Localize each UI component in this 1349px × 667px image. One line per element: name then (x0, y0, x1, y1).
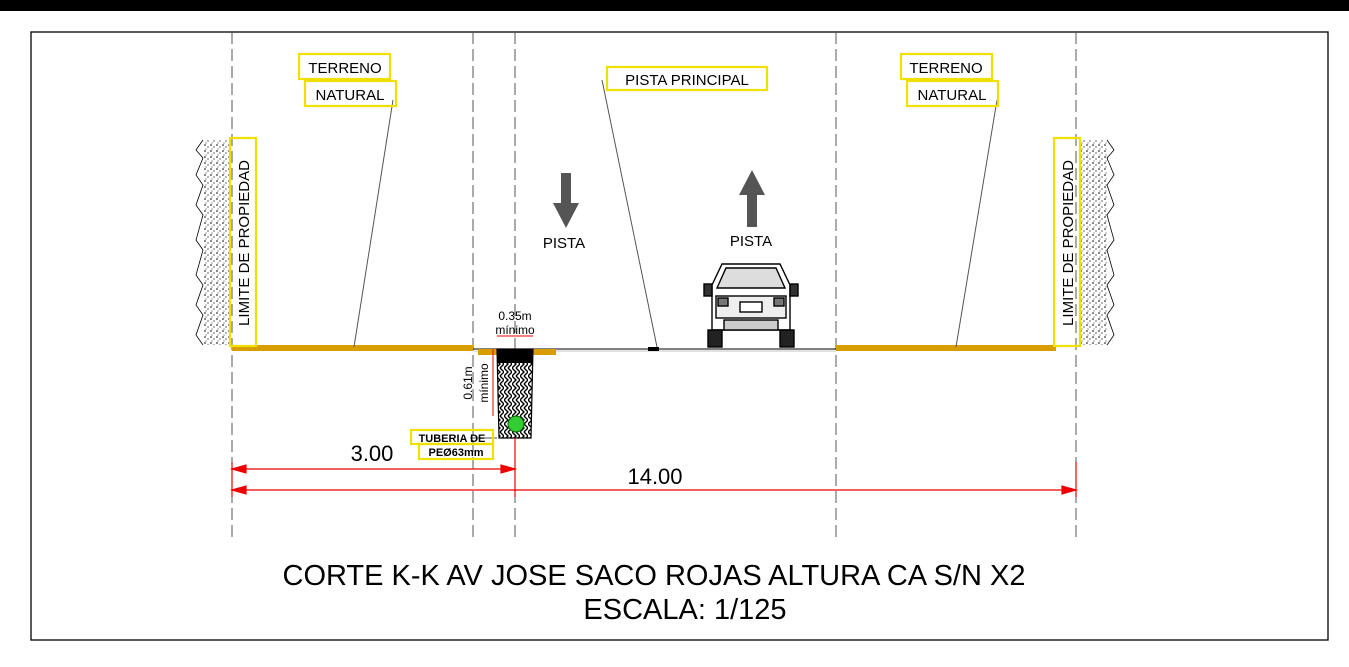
label-tuberia: TUBERIA DE (419, 433, 486, 445)
label-pista-left: PISTA (543, 235, 585, 252)
leader-lines (353, 79, 998, 439)
label-width-035: 0.35m (498, 309, 531, 323)
road-marker (648, 347, 659, 351)
soil-left (195, 139, 230, 346)
label-natural-left: NATURAL (316, 87, 385, 104)
label-natural-right: NATURAL (918, 87, 987, 104)
drawing-title: CORTE K-K AV JOSE SACO ROJAS ALTURA CA S… (283, 560, 1026, 592)
drawing-scale: ESCALA: 1/125 (583, 594, 786, 626)
label-pista-right: PISTA (730, 233, 772, 250)
ground-right (836, 345, 1056, 351)
pipe (507, 415, 525, 433)
label-limite-right: LIMITE DE PROPIEDAD (1060, 160, 1077, 326)
label-boxes (228, 52, 1082, 461)
dimension-300: 3.00 (351, 441, 394, 466)
dimension-lines (229, 438, 1079, 497)
label-minimo-top: mínimo (495, 323, 535, 337)
arrow-down-icon (553, 173, 579, 228)
dimension-1400: 14.00 (627, 464, 682, 489)
label-terreno-left: TERRENO (308, 60, 381, 77)
arrow-up-icon (739, 170, 765, 227)
soil-right (1080, 139, 1115, 346)
label-pe63: PEØ63mm (428, 447, 483, 459)
label-minimo-side: mínimo (477, 363, 491, 403)
top-black-bar (0, 0, 1349, 11)
label-limite-left: LIMITE DE PROPIEDAD (236, 160, 253, 326)
label-terreno-right: TERRENO (909, 60, 982, 77)
car-icon (703, 263, 799, 348)
label-depth-061: 0.61m (461, 366, 475, 399)
drawing-frame (30, 31, 1329, 641)
ground-left (232, 345, 473, 351)
label-pista-principal: PISTA PRINCIPAL (625, 72, 749, 89)
